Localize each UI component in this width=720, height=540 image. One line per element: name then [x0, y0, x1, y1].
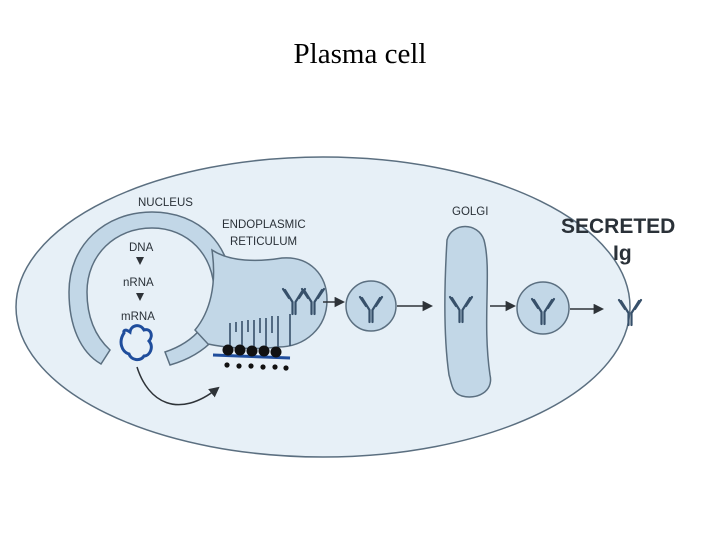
ribosomes [212, 344, 291, 371]
dna-label: DNA [129, 242, 154, 254]
nucleus-label: NUCLEUS [138, 197, 193, 209]
nrna-label: nRNA [123, 277, 154, 289]
mrna-to-ribosome-arrow [136, 366, 220, 406]
page-title: Plasma cell [293, 38, 427, 70]
nrna-to-mrna-arrow [136, 293, 144, 301]
er-label-line2: RETICULUM [230, 236, 297, 248]
dna-to-nrna-arrow [136, 257, 144, 265]
nascent-chains [229, 314, 291, 347]
mrna-squiggle [119, 324, 153, 362]
transport-vesicle [345, 280, 397, 332]
golgi [444, 225, 492, 398]
mrna-label: mRNA [121, 311, 155, 323]
endoplasmic-reticulum [194, 248, 328, 350]
secreted-label-line1: SECRETED [561, 215, 675, 238]
secreted-label-line2: Ig [613, 242, 632, 265]
secretory-vesicle [516, 281, 570, 335]
golgi-label: GOLGI [452, 206, 488, 218]
er-label-line1: ENDOPLASMIC [222, 219, 306, 231]
nucleus [68, 211, 233, 366]
